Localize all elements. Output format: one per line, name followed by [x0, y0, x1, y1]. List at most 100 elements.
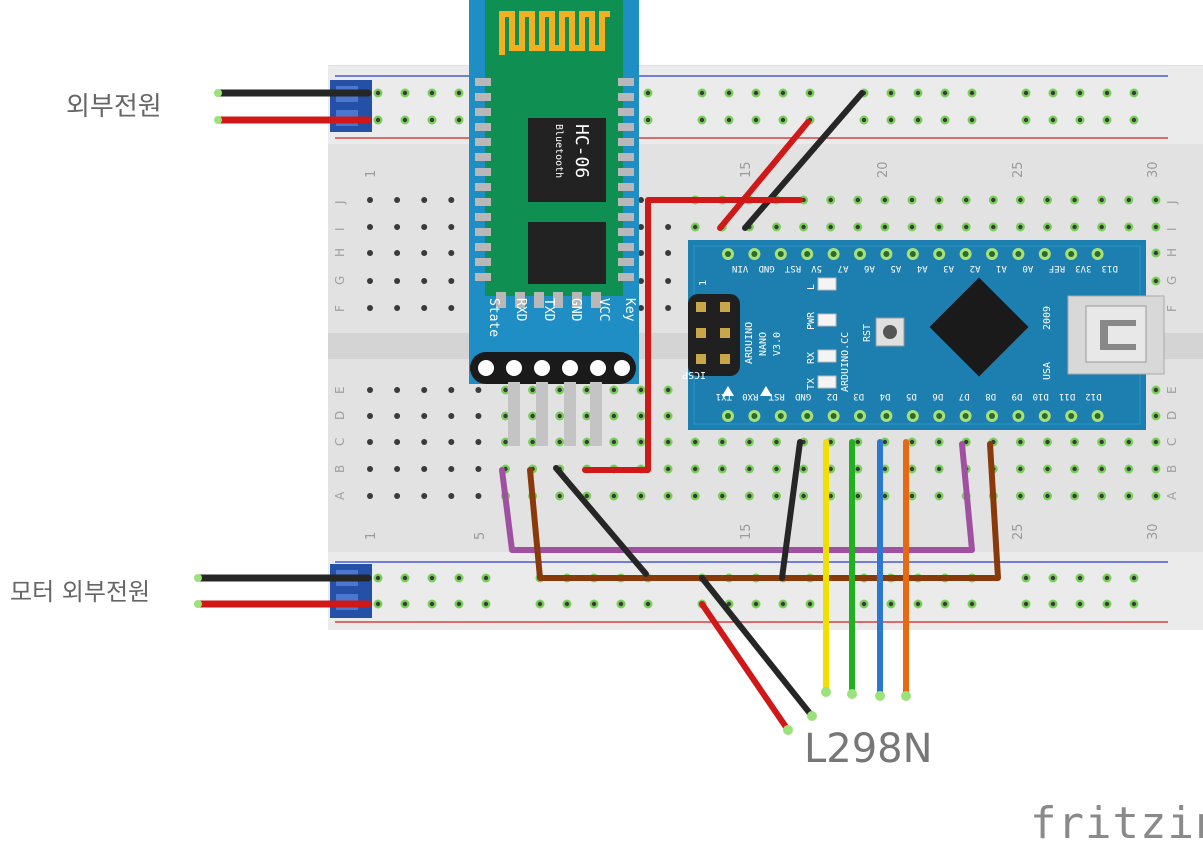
breadboard-hole[interactable] [367, 439, 373, 445]
breadboard-hole[interactable] [421, 439, 428, 445]
row-letter: F [1165, 305, 1179, 312]
breadboard-hole[interactable] [367, 305, 373, 311]
breadboard-hole[interactable] [421, 305, 428, 311]
row-letter: F [333, 305, 347, 312]
breadboard-hole[interactable] [394, 466, 401, 472]
breadboard-hole[interactable] [448, 224, 455, 230]
breadboard-hole[interactable] [367, 250, 373, 256]
breadboard-hole[interactable] [394, 305, 401, 311]
row-letter: J [1165, 200, 1179, 205]
nano-pin-label: A2 [970, 263, 981, 273]
breadboard-hole[interactable] [638, 224, 644, 230]
breadboard-hole[interactable] [367, 466, 373, 472]
breadboard-hole[interactable] [448, 305, 455, 311]
col-number-bottom: 5 [473, 532, 488, 540]
breadboard-hole[interactable] [394, 413, 401, 419]
breadboard-hole[interactable] [475, 387, 482, 393]
breadboard-hole[interactable] [394, 387, 401, 393]
row-letter: A [1165, 491, 1179, 500]
breadboard-hole[interactable] [394, 493, 401, 499]
nano-pin-label: D7 [959, 391, 970, 401]
breadboard-hole[interactable] [367, 413, 373, 419]
antenna-icon [499, 11, 610, 55]
breadboard-hole[interactable] [394, 224, 401, 230]
breadboard-hole[interactable] [638, 278, 644, 284]
wire-red-vin [717, 119, 811, 231]
nano-pin-label: RST [768, 391, 785, 401]
breadboard-hole[interactable] [665, 305, 672, 311]
breadboard-hole[interactable] [665, 278, 672, 284]
breadboard-hole[interactable] [448, 278, 455, 284]
bt-pin-label: VCC [596, 298, 611, 321]
breadboard-hole[interactable] [638, 250, 644, 256]
led-l [817, 277, 837, 291]
breadboard-hole[interactable] [394, 278, 401, 284]
bt-model: HC-06 [571, 124, 592, 178]
breadboard-hole[interactable] [448, 413, 455, 419]
breadboard-hole[interactable] [475, 439, 482, 445]
col-number-bottom: 1 [364, 532, 379, 540]
breadboard-hole[interactable] [421, 278, 428, 284]
breadboard-hole[interactable] [421, 197, 428, 203]
breadboard-hole[interactable] [475, 413, 482, 419]
breadboard-hole[interactable] [367, 387, 373, 393]
breadboard-hole[interactable] [394, 250, 401, 256]
breadboard-hole[interactable] [448, 250, 455, 256]
wire-purple-bt-rxd [499, 441, 975, 553]
breadboard-hole[interactable] [448, 197, 455, 203]
nano-pin-label: D4 [880, 391, 891, 401]
breadboard-hole[interactable] [475, 493, 482, 499]
breadboard-hole[interactable] [421, 250, 428, 256]
nano-pin-label: D10 [1033, 391, 1049, 401]
nano-pin-label: A3 [943, 263, 954, 273]
icsp-header [688, 294, 740, 376]
power-rail-bottom [328, 552, 1203, 630]
nano-pin-label: D11 [1059, 391, 1075, 401]
breadboard-hole[interactable] [638, 305, 644, 311]
breadboard-hole[interactable] [475, 466, 482, 472]
row-letter: A [333, 491, 347, 500]
row-letter: H [1165, 248, 1179, 257]
breadboard-hole[interactable] [394, 439, 401, 445]
breadboard-hole[interactable] [638, 197, 644, 203]
col-number-top: 15 [739, 161, 754, 178]
nano-version: V3.0 [772, 332, 783, 356]
breadboard-hole[interactable] [448, 493, 455, 499]
led-tx [817, 375, 837, 389]
led-l-label: L [806, 284, 817, 290]
nano-pin-label: RX0 [742, 391, 758, 401]
nano-pin-label: D6 [932, 391, 943, 401]
nano-pin-label: A5 [890, 263, 901, 273]
breadboard-hole[interactable] [421, 466, 428, 472]
breadboard-hole[interactable] [448, 439, 455, 445]
breadboard-hole[interactable] [448, 466, 455, 472]
nano-pin-label: TX1 [716, 391, 732, 401]
breadboard-hole[interactable] [367, 224, 373, 230]
breadboard-hole[interactable] [665, 250, 672, 256]
fritzing-logo: fritzing [1030, 798, 1203, 849]
breadboard-hole[interactable] [665, 224, 672, 230]
breadboard-hole[interactable] [394, 197, 401, 203]
breadboard-hole[interactable] [448, 387, 455, 393]
nano-pin-label: A4 [917, 263, 928, 273]
row-letter: C [333, 438, 347, 446]
row-letter: G [333, 276, 347, 285]
breadboard-hole[interactable] [421, 224, 428, 230]
power-rail-top [328, 66, 1203, 144]
bt-pin-label: TXD [541, 298, 556, 322]
breadboard-hole[interactable] [367, 197, 373, 203]
reset-button[interactable] [875, 317, 905, 347]
bt-pin-label: State [486, 298, 501, 337]
nano-year: 2009 [1042, 306, 1053, 330]
breadboard-hole[interactable] [421, 413, 428, 419]
row-letter: E [333, 386, 347, 394]
row-letter: C [1165, 438, 1179, 446]
breadboard-hole[interactable] [421, 493, 428, 499]
breadboard-hole[interactable] [367, 493, 373, 499]
nano-pin-label: A6 [864, 263, 875, 273]
breadboard-hole[interactable] [421, 387, 428, 393]
breadboard-hole[interactable] [367, 278, 373, 284]
led-rx [817, 349, 837, 363]
